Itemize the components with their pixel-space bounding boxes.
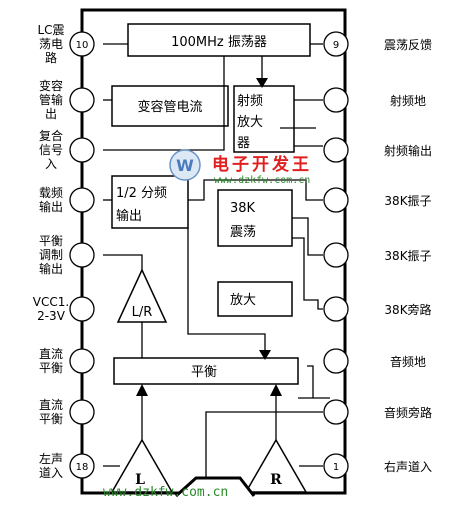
right-pin-2: [323, 87, 349, 113]
left-pin-8: [69, 399, 95, 425]
left-pin-label-line: 载频: [39, 186, 63, 200]
left-pin-label-line: 平衡: [39, 361, 63, 375]
block-varactor-current: 变容管电流: [111, 85, 229, 127]
arrow-up-left: [136, 384, 148, 396]
left-pin-1: [69, 31, 95, 57]
block-amplifier: 放大: [217, 281, 293, 317]
arrow-up-right: [270, 384, 282, 396]
connection-wires: [103, 43, 330, 492]
right-pin-7: [323, 348, 349, 374]
osc-38k-line-2: 震荡: [230, 225, 256, 240]
tri-l-label: L: [135, 472, 145, 488]
right-pin-label: 右声道入: [384, 459, 432, 474]
right-pin-1: [323, 31, 349, 57]
ic-package-outline: [80, 8, 347, 495]
right-amp-triangle: R: [244, 438, 308, 493]
watermark: W 电子开发王 www.dzkfw.com.cn www.dzkfw.com.c…: [103, 149, 312, 500]
right-pin-6: [323, 296, 349, 322]
left-pin-label-line: 路: [45, 50, 57, 65]
left-pin-label-line: 管输: [39, 92, 63, 107]
balance-label: 平衡: [191, 365, 217, 380]
left-pin-labels: LC震荡电路变容管输出复合信号入载频输出平衡调制输出VCC1.2-3V直流平衡直…: [33, 23, 69, 480]
osc-100mhz-label: 100MHz 振荡器: [171, 35, 267, 50]
half-div-line-2: 输出: [116, 208, 142, 224]
right-pin-number: 1: [333, 462, 339, 473]
right-pin-label: 38K振子: [384, 249, 431, 263]
right-pin-3: [323, 137, 349, 163]
left-pin-label-line: 信号: [39, 143, 63, 157]
left-amp-triangle: L: [110, 438, 174, 493]
block-rf-amplifier: 射频 放大 器: [233, 85, 295, 153]
right-pin-label: 震荡反馈: [384, 38, 432, 52]
right-pin-label: 38K振子: [384, 194, 431, 208]
varactor-label: 变容管电流: [137, 99, 202, 115]
osc-38k-line-1: 38K: [230, 201, 256, 216]
left-pin-4: [69, 187, 95, 213]
left-pin-label-line: 道入: [39, 466, 63, 480]
rf-amp-line-2: 放大: [237, 115, 263, 130]
left-pin-label-line: 左声: [39, 451, 63, 466]
left-pin-label-line: 入: [45, 157, 57, 171]
right-pin-4: [323, 187, 349, 213]
rf-amp-line-1: 射频: [237, 93, 263, 109]
right-pin-label: 射频地: [390, 93, 426, 108]
left-pin-3: [69, 137, 95, 163]
left-pin-5: [69, 242, 95, 268]
block-100mhz-oscillator: 100MHz 振荡器: [127, 23, 311, 57]
left-pin-2: [69, 87, 95, 113]
left-pin-6: [69, 296, 95, 322]
right-pin-8: [323, 399, 349, 425]
lr-label: L/R: [132, 305, 153, 320]
amp-label: 放大: [230, 293, 256, 308]
right-pin-label: 音频地: [390, 354, 426, 369]
arrowheads: [136, 78, 282, 396]
watermark-text: 电子开发王: [212, 154, 312, 175]
right-pin-label: 音频旁路: [384, 405, 432, 420]
watermark-url-small: www.dzkfw.com.cn: [214, 175, 310, 186]
block-balance: 平衡: [113, 357, 299, 385]
left-pin-number: 18: [76, 462, 89, 473]
left-pin-7: [69, 348, 95, 374]
right-pin-label: 射频输出: [384, 143, 432, 158]
tri-r-label: R: [270, 472, 282, 488]
left-pin-label-line: 直流: [39, 398, 63, 412]
pin-circles: 10 18 9 1: [69, 31, 349, 479]
svg-text:W: W: [176, 156, 194, 175]
right-pin-5: [323, 242, 349, 268]
left-pin-number: 10: [76, 40, 89, 51]
left-pin-9: [69, 453, 95, 479]
rf-amp-line-3: 器: [237, 136, 250, 151]
left-pin-label-line: 平衡: [39, 234, 63, 248]
left-pin-label-line: 输出: [39, 199, 63, 214]
left-pin-label-line: 调制: [39, 248, 63, 262]
half-div-line-1: 1/2 分频: [116, 186, 167, 201]
left-pin-label-line: 输出: [39, 261, 63, 276]
bottom-notch: [174, 476, 256, 498]
lr-selector-triangle: L/R: [116, 268, 168, 323]
left-pin-label-line: 直流: [39, 347, 63, 361]
left-pin-label-line: LC震: [37, 23, 64, 37]
left-pin-label-line: 出: [45, 107, 57, 121]
block-half-divider: 1/2 分频 输出: [111, 175, 189, 229]
right-pin-9: [323, 453, 349, 479]
left-pin-label-line: 2-3V: [37, 309, 66, 323]
right-pin-label: 38K旁路: [384, 302, 431, 317]
block-38k-oscillator: 38K 震荡: [217, 189, 293, 247]
arrow-down-rf: [256, 78, 268, 88]
left-pin-label-line: 变容: [39, 78, 63, 93]
right-pin-number: 9: [333, 40, 339, 51]
arrow-down-amp: [259, 350, 271, 360]
left-pin-label-line: 平衡: [39, 412, 63, 426]
left-pin-label-line: 复合: [39, 128, 63, 143]
watermark-logo-icon: W: [169, 149, 201, 181]
left-pin-label-line: 荡电: [39, 37, 63, 51]
left-pin-label-line: VCC1.: [33, 295, 69, 309]
watermark-url-bottom: www.dzkfw.com.cn: [103, 485, 228, 500]
